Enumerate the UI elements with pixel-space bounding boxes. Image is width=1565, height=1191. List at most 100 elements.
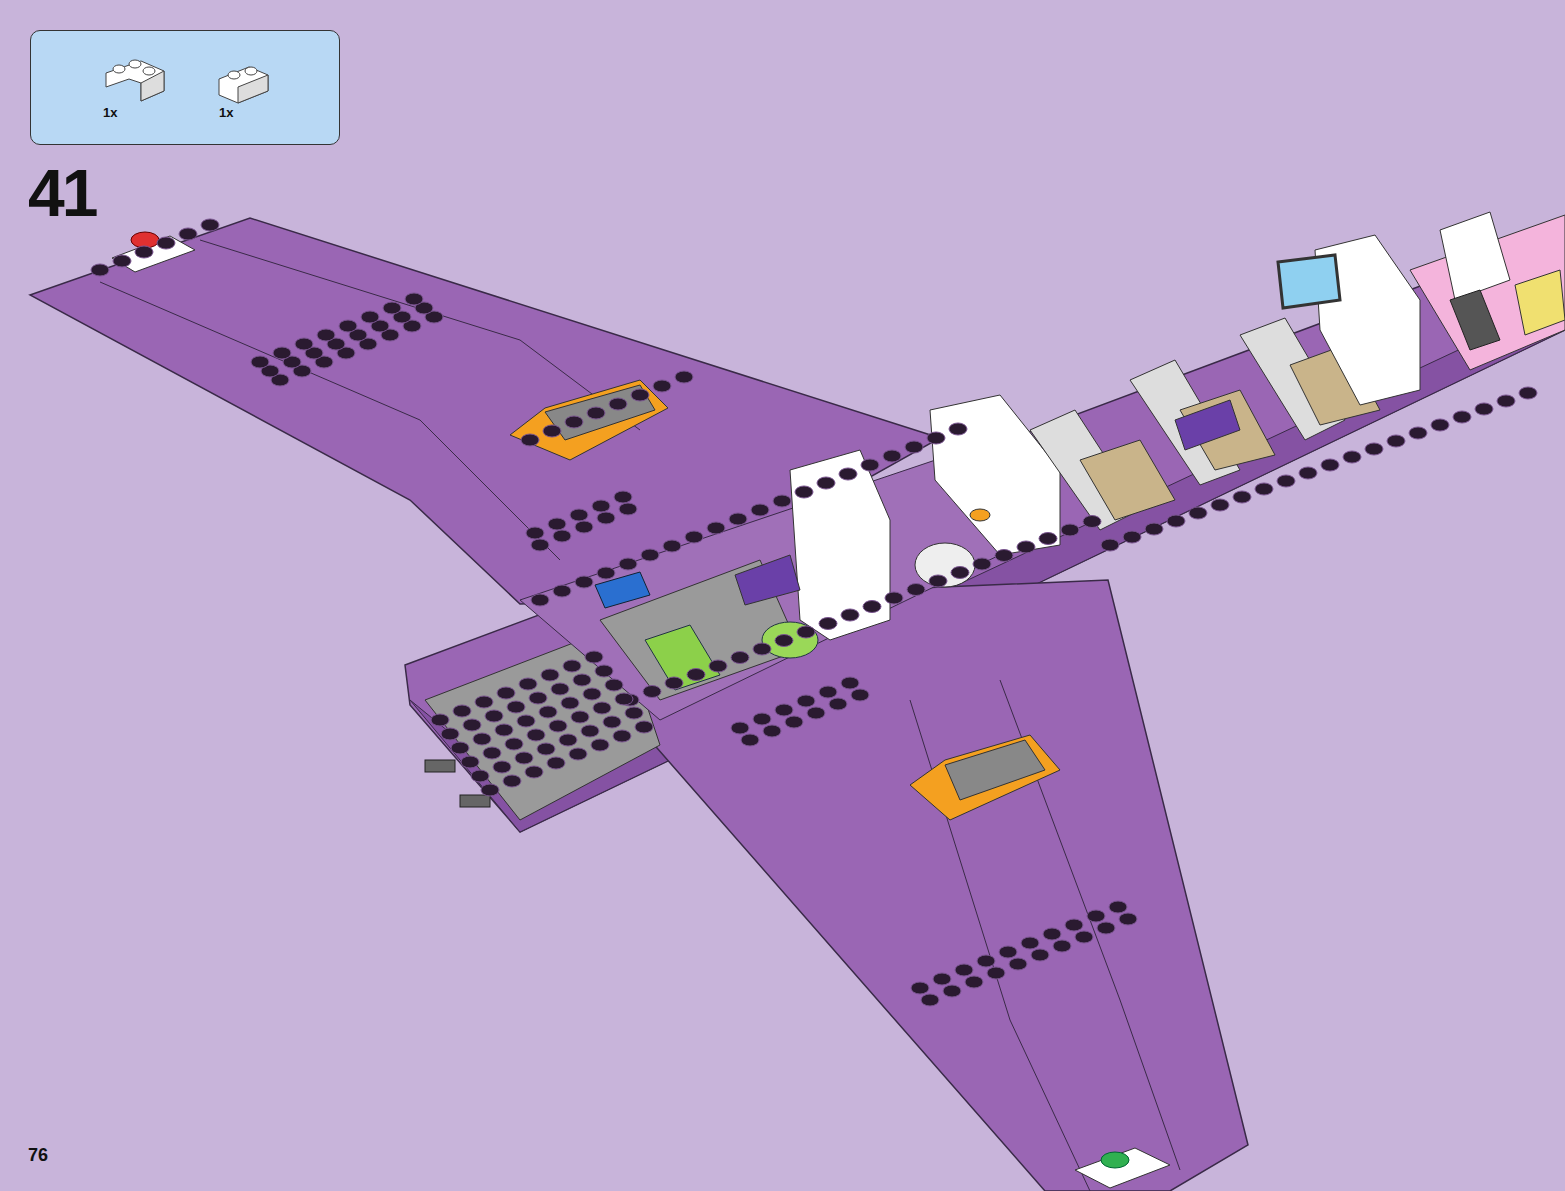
stud <box>921 994 939 1006</box>
stud <box>663 540 681 552</box>
stud <box>949 423 967 435</box>
stud <box>1109 901 1127 913</box>
stud <box>1097 922 1115 934</box>
white-wall <box>930 395 1060 555</box>
stud <box>1083 516 1101 528</box>
stud <box>521 434 539 446</box>
white-wall <box>790 450 890 640</box>
stud <box>1409 427 1427 439</box>
plane-model <box>30 212 1565 1191</box>
stud <box>505 738 523 750</box>
stud <box>1009 958 1027 970</box>
stud <box>503 775 521 787</box>
stud <box>547 757 565 769</box>
stud <box>751 504 769 516</box>
stud <box>361 311 379 323</box>
tip-tile <box>1075 1148 1170 1188</box>
stud <box>493 761 511 773</box>
stud <box>641 549 659 561</box>
stud <box>1211 499 1229 511</box>
joystick <box>1450 290 1500 350</box>
stud <box>463 719 481 731</box>
stud <box>1519 387 1537 399</box>
part-count: 1x <box>103 105 117 120</box>
stud <box>317 329 335 341</box>
stud <box>685 531 703 543</box>
stud <box>977 955 995 967</box>
stud <box>527 729 545 741</box>
green-light <box>1101 1152 1129 1168</box>
stud <box>731 652 749 664</box>
stud <box>597 512 615 524</box>
stud <box>1087 910 1105 922</box>
stud <box>773 495 791 507</box>
stud <box>905 441 923 453</box>
stud <box>113 255 131 267</box>
wing-line <box>100 282 560 560</box>
stud <box>1145 523 1163 535</box>
stud <box>863 601 881 613</box>
cup <box>970 509 990 521</box>
stud <box>1255 483 1273 495</box>
stud <box>1039 533 1057 545</box>
stud <box>515 752 533 764</box>
stud <box>1017 541 1035 553</box>
stud <box>497 687 515 699</box>
stud <box>1101 539 1119 551</box>
stud <box>775 635 793 647</box>
studs <box>91 219 1537 1006</box>
stud <box>965 976 983 988</box>
stud <box>1061 524 1079 536</box>
engine <box>510 380 668 460</box>
stud <box>707 522 725 534</box>
stud <box>643 686 661 698</box>
stud <box>529 692 547 704</box>
exhaust <box>460 795 490 807</box>
exhaust <box>425 760 455 772</box>
stud <box>573 674 591 686</box>
stud <box>481 784 499 796</box>
stud <box>593 702 611 714</box>
console-screen <box>1515 270 1565 335</box>
stud <box>553 530 571 542</box>
seats <box>1030 318 1380 530</box>
stud <box>807 707 825 719</box>
stud <box>605 679 623 691</box>
stud <box>1167 515 1185 527</box>
stud <box>525 766 543 778</box>
stud <box>841 609 859 621</box>
stud <box>625 707 643 719</box>
stud <box>1475 403 1493 415</box>
stud <box>1053 940 1071 952</box>
stud <box>1387 435 1405 447</box>
stud <box>541 669 559 681</box>
stud <box>753 713 771 725</box>
stud <box>795 486 813 498</box>
stud <box>615 693 633 705</box>
stud <box>1123 531 1141 543</box>
stud <box>665 677 683 689</box>
stud <box>453 705 471 717</box>
stud <box>295 338 313 350</box>
center-plate <box>520 445 1010 720</box>
stud <box>563 660 581 672</box>
stud <box>675 371 693 383</box>
stud <box>517 715 535 727</box>
stud <box>1065 919 1083 931</box>
step-number: 41 <box>28 160 95 226</box>
stud <box>613 730 631 742</box>
stud <box>943 985 961 997</box>
stud <box>451 742 469 754</box>
stud <box>551 683 569 695</box>
stud <box>987 967 1005 979</box>
stud <box>603 716 621 728</box>
green-dish <box>762 622 818 658</box>
stud <box>955 964 973 976</box>
stud <box>851 689 869 701</box>
stud <box>753 643 771 655</box>
stud <box>841 677 859 689</box>
stud <box>995 550 1013 562</box>
stud <box>475 696 493 708</box>
stud <box>775 704 793 716</box>
